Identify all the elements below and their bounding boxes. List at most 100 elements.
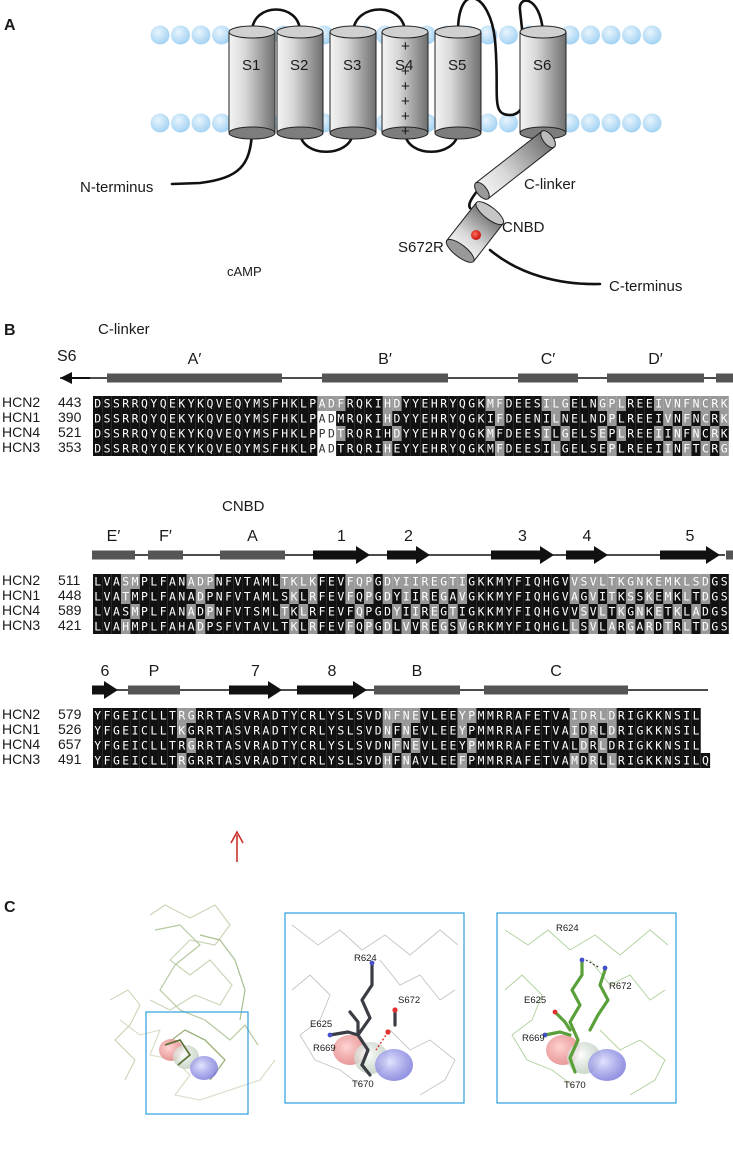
residue-letter: E: [421, 442, 428, 456]
residue-letter: N: [178, 590, 185, 604]
residue-cell: [532, 619, 542, 634]
residue-letter: G: [188, 754, 195, 768]
residue-letter: D: [94, 442, 101, 456]
residue-letter: A: [225, 754, 232, 768]
helix-bar: [322, 373, 448, 383]
residue-cell: [158, 604, 168, 619]
residue-cell: [495, 589, 505, 604]
loop-s4-s5: [403, 131, 460, 154]
residue-letter: A: [562, 709, 569, 723]
residue-letter: K: [478, 427, 485, 441]
residue-cell: [607, 411, 617, 426]
residue-cell: [579, 411, 589, 426]
residue-cell: [308, 426, 318, 441]
residue-letter: L: [608, 754, 615, 768]
residue-cell: [654, 589, 664, 604]
residue-letter: D: [94, 412, 101, 426]
residue-letter: Y: [94, 754, 101, 768]
residue-cell: [233, 753, 243, 768]
residue-cell: [457, 604, 467, 619]
residue-cell: [139, 411, 150, 426]
residue-cell: [214, 619, 224, 634]
residue-letter: F: [160, 620, 167, 634]
residue-cell: [448, 708, 458, 723]
residue-cell: [205, 708, 215, 723]
residue-cell: [336, 619, 346, 634]
residue-cell: [177, 441, 187, 456]
residue-cell: [364, 708, 374, 723]
residue-letter: S: [721, 620, 728, 634]
residue-cell: [495, 738, 505, 753]
structure-label: C′: [541, 351, 556, 368]
residue-cell: [467, 604, 477, 619]
residue-cell: [663, 396, 673, 411]
residue-letter: T: [244, 620, 251, 634]
residue-letter: R: [627, 397, 634, 411]
residue-cell: [541, 723, 552, 738]
residue-letter: K: [674, 605, 681, 619]
residue-letter: V: [104, 605, 111, 619]
residue-cell: [130, 589, 140, 604]
residue-cell: [308, 708, 318, 723]
helix-bar: [607, 373, 704, 383]
residue-cell: [251, 426, 262, 441]
residue-cell: [513, 723, 524, 738]
residue-letter: G: [113, 739, 120, 753]
beta-strand-arrow: [297, 681, 367, 699]
residue-cell: [467, 753, 477, 768]
residue-letter: L: [94, 605, 101, 619]
residue-cell: [467, 574, 477, 589]
residue-letter: V: [412, 620, 419, 634]
residue-letter: F: [272, 412, 279, 426]
residue-cell: [392, 396, 402, 411]
residue-cell: [373, 708, 383, 723]
residue-cell: [700, 411, 711, 426]
residue-cell: [214, 738, 224, 753]
residue-letter: L: [683, 590, 690, 604]
sequence-start: 353: [58, 439, 82, 455]
residue-cell: [354, 426, 365, 441]
mutant-zoom-panel: R624 R672 E625 R669 T670: [496, 912, 677, 1104]
residue-cell: [364, 723, 374, 738]
residue-letter: V: [459, 590, 466, 604]
residue-letter: A: [225, 739, 232, 753]
residue-letter: P: [365, 575, 372, 589]
residue-cell: [167, 426, 178, 441]
residue-letter: N: [665, 724, 672, 738]
residue-letter: A: [515, 724, 522, 738]
residue-letter: I: [375, 412, 382, 426]
residue-letter: S: [113, 412, 120, 426]
wt-residue-r624: R624: [354, 953, 377, 964]
residue-cell: [111, 426, 122, 441]
residue-cell: [410, 589, 421, 604]
residue-cell: [373, 396, 383, 411]
residue-cell: [485, 753, 496, 768]
residue-letter: K: [178, 442, 185, 456]
residue-cell: [121, 738, 131, 753]
residue-cell: [270, 441, 280, 456]
residue-letter: K: [291, 575, 298, 589]
residue-letter: G: [627, 575, 634, 589]
residue-letter: H: [543, 590, 550, 604]
residue-cell: [682, 619, 692, 634]
residue-letter: V: [244, 739, 251, 753]
residue-cell: [111, 723, 122, 738]
residue-letter: L: [618, 427, 625, 441]
residue-cell: [504, 441, 514, 456]
residue-cell: [373, 574, 383, 589]
residue-letter: Q: [234, 442, 241, 456]
residue-letter: I: [543, 412, 550, 426]
residue-cell: [616, 753, 626, 768]
residue-letter: Y: [506, 605, 513, 619]
residue-cell: [579, 708, 589, 723]
residue-cell: [93, 604, 103, 619]
residue-cell: [588, 426, 598, 441]
residue-letter: T: [337, 442, 344, 456]
residue-letter: Q: [206, 427, 213, 441]
residue-letter: A: [515, 739, 522, 753]
residue-letter: T: [216, 709, 223, 723]
residue-cell: [513, 396, 524, 411]
residue-cell: [261, 604, 271, 619]
residue-letter: D: [375, 754, 382, 768]
residue-letter: Y: [244, 442, 251, 456]
